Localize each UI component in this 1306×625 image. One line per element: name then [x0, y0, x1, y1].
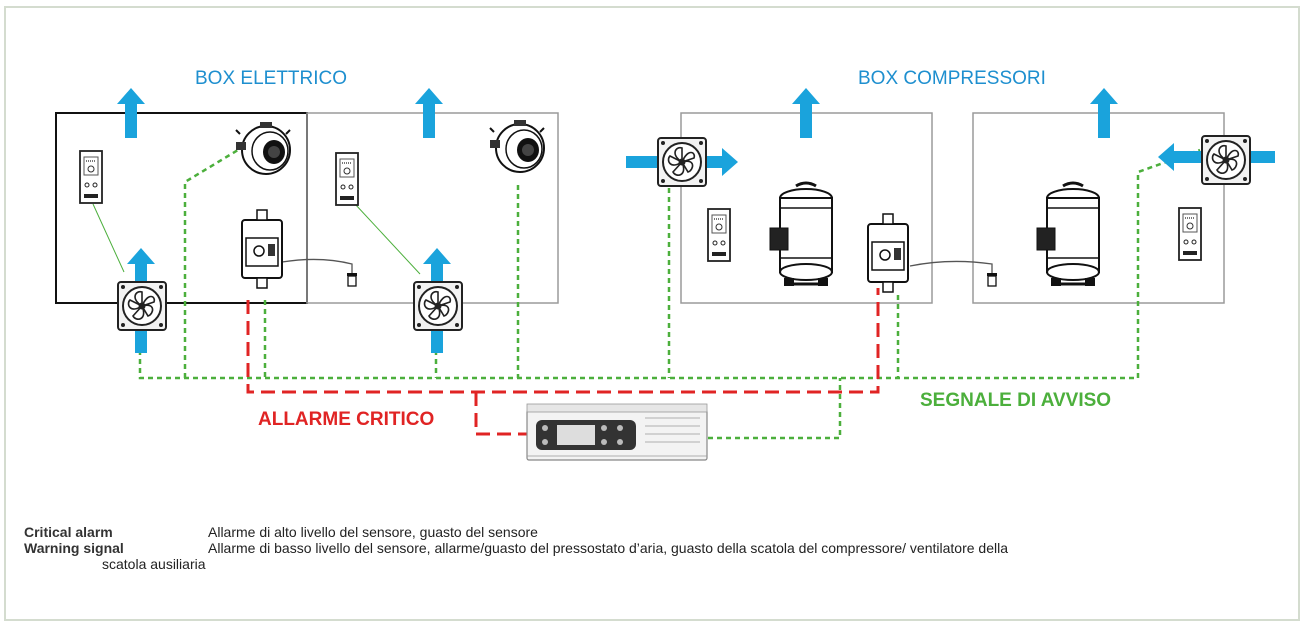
fan-icon [657, 137, 707, 187]
thermostat-icon [335, 152, 359, 206]
fan-icon [413, 281, 463, 331]
thermostat-icon [707, 208, 731, 262]
fan-icon [117, 281, 167, 331]
air-pressure-switch-icon [489, 119, 545, 173]
critical-alarm-label: ALLARME CRITICO [258, 409, 434, 430]
compressor-icon [1035, 181, 1101, 288]
gas-sensor-icon [241, 209, 283, 289]
box-electrical-title: BOX ELETTRICO [195, 68, 347, 89]
thermostat-icon [79, 150, 103, 204]
sensor-probe-icon [986, 272, 998, 287]
legend-desc-warning: Allarme di basso livello del sensore, al… [208, 540, 1008, 556]
airflow-arrow-icon [1158, 143, 1208, 171]
sensor-probe-icon [346, 272, 358, 287]
legend-desc-warning-cont: scatola ausiliaria [102, 556, 206, 572]
controller-icon [526, 403, 708, 461]
gas-sensor-icon [867, 213, 909, 293]
fan-icon [1201, 135, 1251, 185]
diagram-frame [4, 6, 1300, 621]
compressor-icon [768, 181, 834, 288]
warning-signal-label: SEGNALE DI AVVISO [920, 390, 1111, 411]
legend-desc-critical: Allarme di alto livello del sensore, gua… [208, 524, 538, 540]
legend-term-critical: Critical alarm [24, 524, 113, 540]
warning-signal-wiring [138, 148, 1201, 440]
air-pressure-switch-icon [235, 121, 291, 175]
box-compressors-title: BOX COMPRESSORI [858, 68, 1046, 89]
thermostat-icon [1178, 207, 1202, 261]
critical-alarm-wiring [246, 288, 880, 436]
legend-term-warning: Warning signal [24, 540, 124, 556]
